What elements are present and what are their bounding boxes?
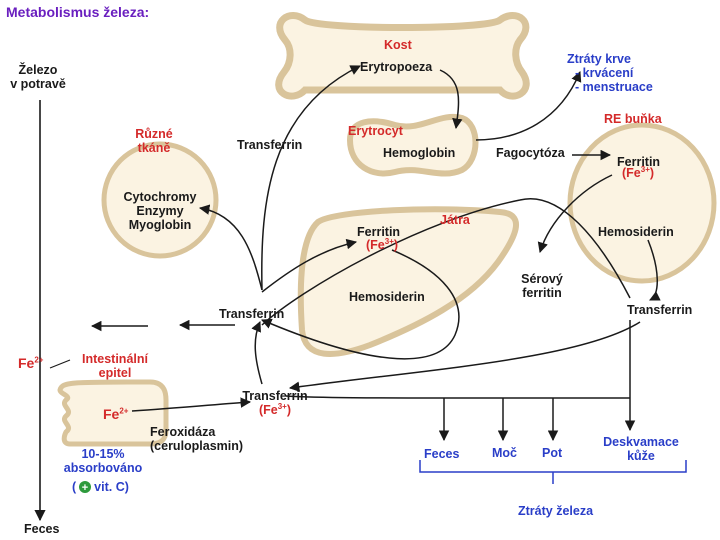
erytropoeza-label: Erytropoeza <box>360 60 433 74</box>
re-cell-shape <box>567 122 717 284</box>
arrow-liver-to-transferrin <box>261 249 460 360</box>
feroxidaza-label: Feroxidáza(ceruloplasmin) <box>150 425 244 453</box>
feces-left: Feces <box>24 522 60 536</box>
jatra-fe3: (Fe3+) <box>366 236 399 252</box>
fe2-intestine: Fe2+ <box>103 406 129 422</box>
losses-bracket <box>419 460 687 484</box>
arrow-erytropoeza-to-hemoglobin <box>439 69 463 130</box>
absorb-label: 10-15%absorbováno <box>63 447 143 475</box>
jatra-label: Játra <box>440 213 470 227</box>
tissue-cell-shape <box>101 141 219 259</box>
re-ferritin: Ferritin <box>617 155 661 169</box>
arrow-transferrin-to-erytropoeza <box>261 65 361 291</box>
erythrocyte-shape <box>346 113 479 177</box>
re-hemosiderin: Hemosiderin <box>598 225 674 239</box>
bone-shape <box>275 12 530 100</box>
re-fe3: (Fe3+) <box>622 164 655 180</box>
arrow-fe-left <box>49 359 71 369</box>
page-title: Metabolismus železa: <box>6 4 150 20</box>
iron-losses-label: Ztráty železa <box>518 504 594 518</box>
output-moc: Moč <box>492 446 517 460</box>
erytrocyt-label: Erytrocyt <box>348 124 403 138</box>
arrow-low-to-mid <box>251 321 263 385</box>
output-manifold <box>285 395 630 399</box>
fe2-left: Fe2+ <box>18 355 44 371</box>
fagocytoza-label: Fagocytóza <box>496 146 565 160</box>
transferrin-right: Transferrin <box>627 303 693 317</box>
intestine-shape <box>57 379 169 447</box>
arrow-to-blood-loss <box>475 71 582 141</box>
arrow-fe-to-transferrin <box>131 397 252 412</box>
arrow-ferritin-to-serum <box>537 174 613 254</box>
arrow-transferrin-to-tissues <box>198 204 263 291</box>
transferrin-mid: Transferrin <box>219 307 285 321</box>
arrow-mid-to-right-loop <box>261 198 631 326</box>
hemoglobin-label: Hemoglobin <box>383 146 456 160</box>
arrow-re-to-transferrin <box>647 239 661 301</box>
absorb-vitc: (vit. C) <box>72 480 129 494</box>
arrow-transferrin-right-to-low <box>288 321 641 392</box>
jatra-ferritin: Ferritin <box>357 225 401 239</box>
plus-glyph: + <box>82 482 88 494</box>
plus-circle-icon <box>79 481 91 493</box>
transferrin-low: Transferrin (Fe3+) <box>242 389 308 417</box>
transferrin-top: Transferrin <box>237 138 303 152</box>
jatra-hemosiderin: Hemosiderin <box>349 290 425 304</box>
re-label: RE buňka <box>604 112 662 126</box>
output-feces: Feces <box>424 447 460 461</box>
arrow-transferrin-to-liver <box>261 238 358 293</box>
blood-loss-label: Ztráty krve - krvácení - menstruace <box>567 52 653 94</box>
output-pot: Pot <box>542 446 563 460</box>
liver-shape <box>297 206 520 357</box>
kost-label: Kost <box>384 38 412 52</box>
